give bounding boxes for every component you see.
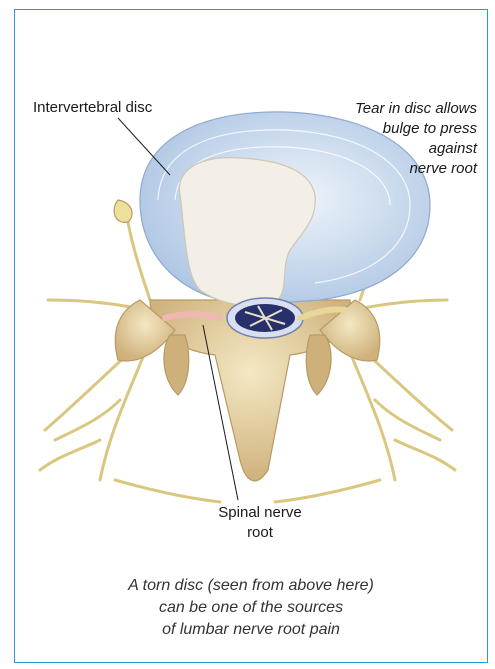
caption-line: of lumbar nerve root pain [14, 619, 488, 641]
tear-label: Tear in disc allows bulge to press again… [287, 99, 477, 179]
spinal-nerve-label-line: Spinal nerve [195, 503, 325, 523]
spinal-nerve-label-line: root [195, 523, 325, 543]
figure-caption: A torn disc (seen from above here) can b… [14, 575, 488, 641]
caption-line: A torn disc (seen from above here) [14, 575, 488, 597]
spinal-nerve-root-label: Spinal nerve root [195, 503, 325, 543]
intervertebral-disc-label: Intervertebral disc [33, 98, 152, 118]
spinal-cord [227, 298, 303, 338]
caption-line: can be one of the sources [14, 597, 488, 619]
tear-label-line: bulge to press [287, 119, 477, 139]
tear-label-line: nerve root [287, 159, 477, 179]
tear-label-line: against [287, 139, 477, 159]
tear-label-line: Tear in disc allows [287, 99, 477, 119]
